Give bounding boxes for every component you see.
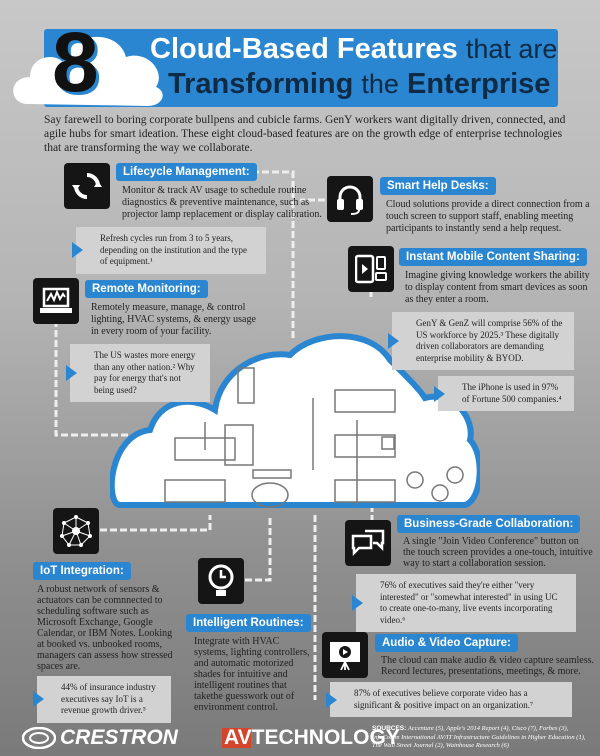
page-title-line-2: Transforming the Enterprise [168,68,551,100]
help-desks-title: Smart Help Desks: [380,177,496,195]
help-desks-feature: Smart Help Desks: Cloud solutions provid… [380,177,596,235]
collaboration-title: Business-Grade Collaboration: [397,515,581,533]
iot-body: A robust network of sensors & actuators … [37,584,173,672]
lifecycle-body: Monitor & track AV usage to schedule rou… [122,185,322,220]
crestron-swirl-icon [22,727,56,749]
routines-title: Intelligent Routines: [186,614,311,632]
iot-stat: 44% of insurance industry executives say… [33,676,171,723]
cloud-logo-icon [13,36,163,106]
network-icon [53,508,99,554]
lifecycle-title: Lifecycle Management: [116,163,257,181]
mobile-sharing-feature: Instant Mobile Content Sharing: Imagine … [388,248,590,411]
avtechnology-logo: AVTECHNOLOGY [222,726,400,749]
iot-title: IoT Integration: [33,562,131,580]
laptop-graph-icon [33,278,79,324]
capture-body: The cloud can make audio & video capture… [381,655,594,677]
intro-text: Say farewell to boring corporate bullpen… [44,114,566,154]
cloud-floor-plan [110,333,480,508]
collaboration-body: A single "Join Video Conference" button … [403,536,593,569]
crestron-logo: CRESTRON [60,726,178,749]
lifecycle-stat: Refresh cycles run from 3 to 5 years, de… [72,227,266,274]
mobile-sharing-stat: GenY & GenZ will comprise 56% of the US … [388,312,574,370]
capture-feature: Audio & Video Capture: The cloud can mak… [326,634,599,717]
page-title-line-1: Cloud-Based Features that are [150,33,558,65]
mobile-devices-icon [348,246,394,292]
remote-monitoring-title: Remote Monitoring: [85,280,208,298]
sources: SOURCES: Accenture (5), Apple's 2014 Rep… [372,725,586,749]
remote-monitoring-feature: Remote Monitoring: Remotely measure, man… [66,280,261,402]
remote-monitoring-body: Remotely measure, manage, & control ligh… [91,302,256,337]
recycle-arrows-icon [64,163,110,209]
routines-body: Integrate with HVAC systems, lighting co… [194,636,310,713]
lifecycle-feature: Lifecycle Management: Monitor & track AV… [72,163,327,274]
feature-count: 8 [52,15,99,109]
collaboration-feature: Business-Grade Collaboration: A single "… [352,515,593,632]
iot-feature: IoT Integration: A robust network of sen… [33,562,177,723]
iphone-stat: The iPhone is used in 97% of Fortune 500… [434,376,574,411]
routines-feature: Intelligent Routines: Integrate with HVA… [186,614,316,713]
help-desks-body: Cloud solutions provide a direct connect… [386,199,590,234]
collaboration-stat: 76% of executives said they're either "v… [352,574,576,632]
remote-monitoring-stat: The US wastes more energy than any other… [66,344,210,402]
capture-stat: 87% of executives believe corporate vide… [326,682,572,717]
mobile-sharing-title: Instant Mobile Content Sharing: [399,248,587,266]
chat-bubbles-icon [345,520,391,566]
capture-title: Audio & Video Capture: [375,634,518,652]
lightbulb-clock-icon [198,558,244,604]
projector-screen-icon [322,632,368,678]
mobile-sharing-body: Imagine giving knowledge workers the abi… [405,270,590,305]
headset-icon [327,176,373,222]
